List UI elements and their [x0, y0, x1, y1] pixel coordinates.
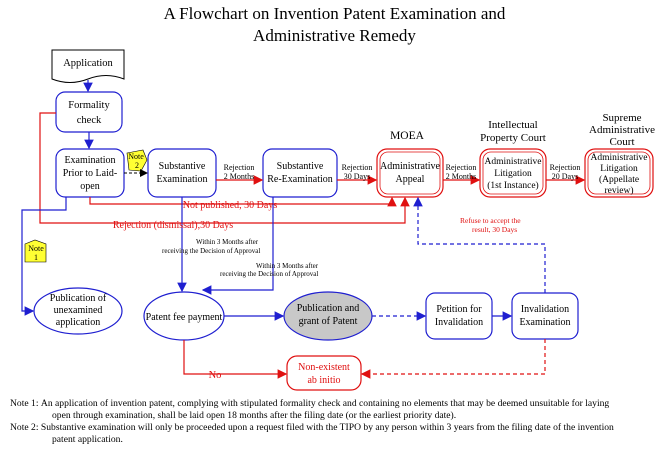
petition-label-2: Invalidation [435, 317, 483, 328]
label-rejection-2m-a-1: Rejection [224, 163, 255, 172]
label-not-published: Not published, 30 Days [183, 200, 278, 211]
moea-heading: MOEA [390, 130, 425, 142]
non-existent-label-1: Non-existent [298, 362, 350, 373]
application-label: Application [63, 58, 113, 69]
invalidation-examination-node: Invalidation Examination [511, 292, 579, 340]
ip-court-heading-2: Property Court [480, 132, 546, 144]
litigation1-label-2: Litigation [494, 169, 532, 179]
label-rejection-30d-1: Rejection [342, 163, 373, 172]
label-rejection-2m-a-2: 2 Months [224, 172, 254, 181]
note2: Note 2: Substantive examination will onl… [10, 422, 660, 434]
publication-grant-node: Publication and grant of Patent [283, 291, 373, 341]
note1-text-b: open through examination, shall be laid … [52, 410, 457, 421]
non-existent-node: Non-existent ab initio [286, 355, 362, 391]
arrow-invalidation-appeal [413, 196, 546, 293]
label-within-3m-2b: receiving the Decision of Approval [220, 270, 318, 278]
litigation2-label-2: Litigation [600, 164, 638, 174]
litigation2-label-3: (Appellate [599, 174, 639, 185]
litigation1-label-3: (1st Instance) [487, 180, 538, 191]
supreme-court-heading-2: Administrative [589, 124, 655, 136]
patent-fee-label: Patent fee payment [146, 312, 223, 323]
note1-tag-line2: 1 [34, 253, 38, 262]
litigation-appellate-node: Administrative Litigation (Appellate rev… [584, 148, 654, 198]
pub-unexamined-label-1: Publication of [50, 293, 107, 304]
note2-text-a: Substantive examination will only be pro… [40, 422, 614, 433]
exam-prior-label-1: Examination [64, 155, 115, 166]
formality-label-2: check [77, 115, 102, 126]
note1-tag: Note 1 [24, 239, 47, 263]
note2-tag-line1: Note [128, 152, 144, 161]
ip-court-heading-1: Intellectual [488, 119, 537, 131]
note1: Note 1: An application of invention pate… [10, 398, 660, 410]
arrow-rejection-dismissal [39, 112, 410, 224]
formality-label-1: Formality [68, 100, 110, 111]
arrow-not-published [89, 196, 397, 207]
exam-prior-label-3: open [80, 181, 99, 192]
arrow-reexam-fee [201, 197, 274, 295]
pub-unexamined-label-3: application [56, 317, 100, 328]
page-title-line2: Administrative Remedy [253, 26, 416, 45]
label-within-3m-1b: receiving the Decision of Approval [162, 247, 260, 255]
label-rejection-2m-b-2: 2 Months [446, 172, 476, 181]
label-within-3m-2a: Within 3 Months after [256, 262, 319, 270]
note2-label: Note 2: [10, 422, 39, 433]
examination-prior-node: Examination Prior to Laid- open [55, 148, 125, 198]
label-rejection-2m-b-1: Rejection [446, 163, 477, 172]
note1-tag-line1: Note [28, 244, 44, 253]
administrative-appeal-node: Administrative Appeal [376, 148, 444, 198]
application-node: Application [51, 49, 125, 83]
label-no: No [209, 370, 222, 381]
substantive-label-1: Substantive [159, 161, 206, 172]
label-rejection-20d-2: 20 Days [552, 172, 578, 181]
arrow-fee-nonexistent [183, 340, 288, 379]
label-rejection-30d-2: 30 Days [344, 172, 370, 181]
reexam-label-2: Re-Examination [267, 174, 333, 185]
note1-text-a: An application of invention patent, comp… [40, 398, 610, 409]
formality-check-node: Formality check [55, 91, 123, 133]
litigation2-label-1: Administrative [591, 153, 648, 163]
label-refuse-1: Refuse to accept the [460, 216, 521, 225]
substantive-label-2: Examination [156, 174, 207, 185]
exam-prior-label-2: Prior to Laid- [63, 168, 117, 179]
pub-grant-label-2: grant of Patent [299, 316, 358, 327]
litigation1-label-1: Administrative [485, 157, 542, 167]
appeal-label-2: Appeal [396, 174, 425, 185]
petition-invalidation-node: Petition for Invalidation [425, 292, 493, 340]
footnotes: Note 1: An application of invention pate… [10, 398, 660, 446]
pub-grant-label-1: Publication and [297, 303, 360, 314]
litigation-first-instance-node: Administrative Litigation (1st Instance) [479, 148, 547, 198]
supreme-court-heading-3: Court [609, 136, 634, 148]
arrow-invalidation-nonexistent [360, 339, 546, 379]
label-rejection-20d-1: Rejection [550, 163, 581, 172]
invalidation-label-1: Invalidation [521, 304, 569, 315]
label-rejection-dismissal: Rejection (dismissal),30 Days [113, 220, 233, 231]
re-examination-node: Substantive Re-Examination [262, 148, 338, 198]
note1-label: Note 1: [10, 398, 39, 409]
supreme-court-heading-1: Supreme [602, 112, 641, 124]
note2-tag-line2: 2 [135, 161, 139, 170]
invalidation-label-2: Examination [519, 317, 570, 328]
patent-fee-payment-node: Patent fee payment [143, 291, 225, 341]
petition-label-1: Petition for [436, 304, 482, 315]
publication-unexamined-node: Publication of unexamined application [33, 287, 123, 335]
note2-tag: Note 2 [126, 149, 148, 172]
non-existent-label-2: ab initio [307, 375, 340, 386]
pub-unexamined-label-2: unexamined [54, 305, 103, 316]
reexam-label-1: Substantive [277, 161, 324, 172]
label-within-3m-1a: Within 3 Months after [196, 238, 259, 246]
label-refuse-2: result, 30 Days [472, 225, 517, 234]
litigation2-label-4: review) [604, 185, 633, 196]
appeal-label-1: Administrative [380, 161, 441, 172]
note2-text-b: patent application. [52, 434, 123, 445]
page-title-line1: A Flowchart on Invention Patent Examinat… [163, 4, 506, 23]
arrow-to-publication-unexamined [21, 197, 67, 316]
substantive-examination-node: Substantive Examination [147, 148, 217, 198]
